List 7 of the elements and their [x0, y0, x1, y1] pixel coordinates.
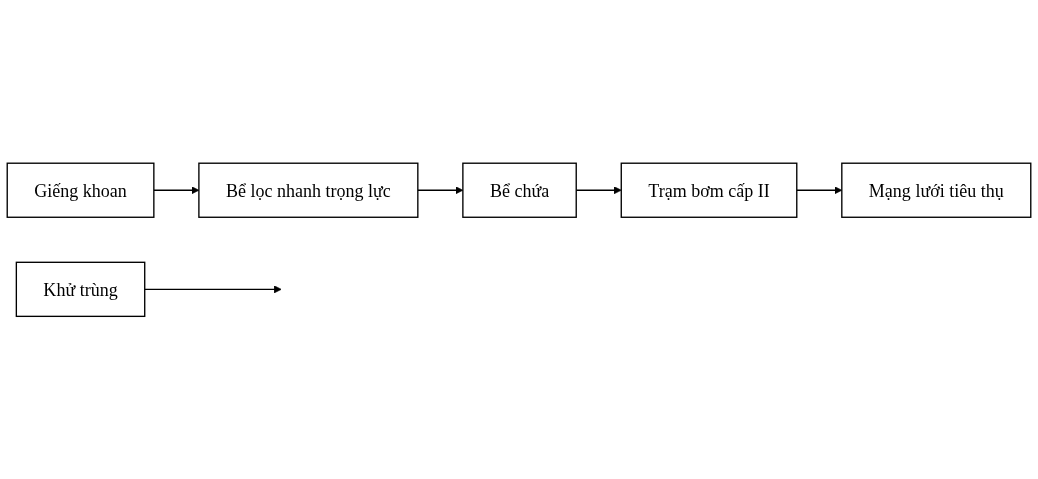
node-box: Bể chứa [462, 162, 577, 218]
node-box: Mạng lưới tiêu thụ [841, 162, 1032, 218]
node-box: Trạm bơm cấp II [620, 162, 798, 218]
node-box: Giếng khoan [6, 162, 155, 218]
node-box: Bể lọc nhanh trọng lực [198, 162, 419, 218]
arrow [144, 285, 282, 293]
node-box: Khử trùng [15, 261, 146, 317]
